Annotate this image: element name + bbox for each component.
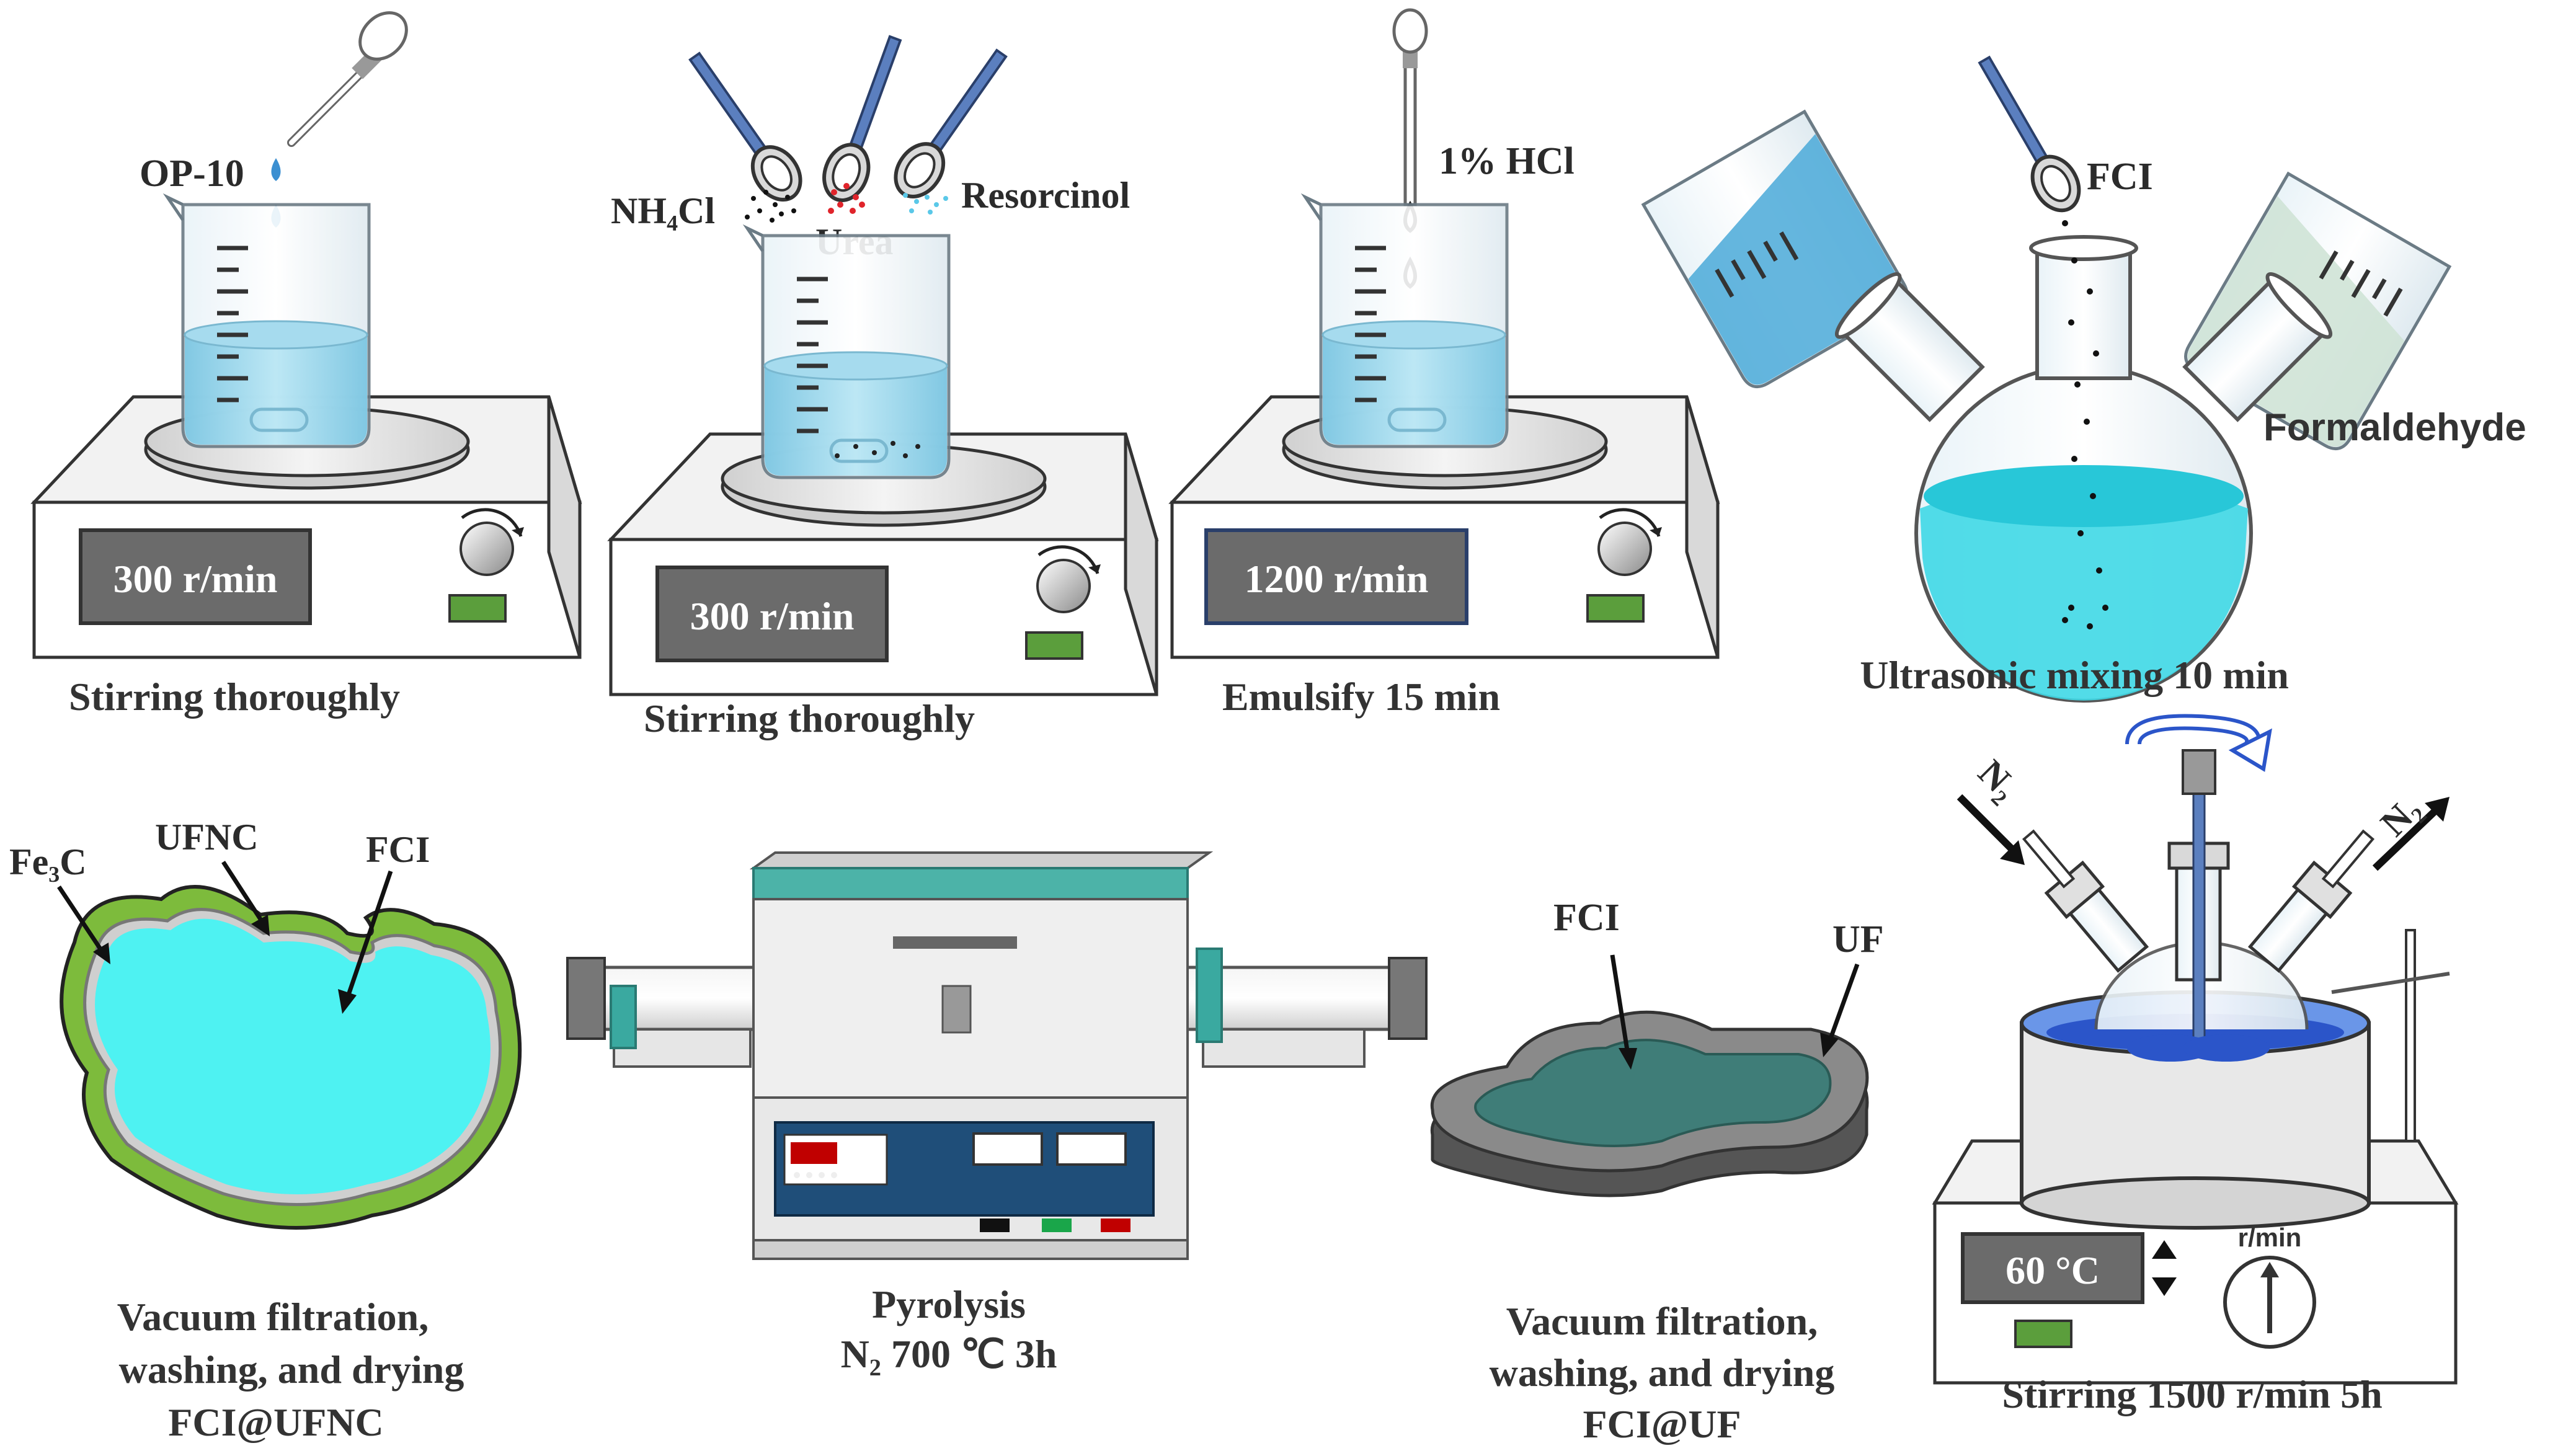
rotation-arrow-icon [2125, 714, 2272, 772]
gas-out-label: N₂ [2373, 788, 2428, 844]
beaker-icon [1305, 197, 1507, 446]
label-ufnc: UFNC [155, 817, 259, 858]
spoon-icon [677, 45, 810, 209]
label-fci: FCI [366, 829, 430, 870]
powder-blue [903, 193, 948, 215]
reagent-hcl: 1% HCl [1439, 140, 1575, 182]
magnetic-stirrer: 300 r/min [34, 397, 580, 657]
powder-black [745, 190, 796, 223]
gas-in-arrow-icon [1957, 794, 2022, 859]
step-caption: Emulsify 15 min [1222, 675, 1500, 719]
reagent-resorcinol: Resorcinol [961, 175, 1130, 216]
three-neck-flask [2022, 749, 2450, 1142]
three-neck-flask [1834, 220, 2333, 703]
label-uf: UF [1832, 918, 1884, 961]
powder-red [828, 183, 865, 214]
label-fci: FCI [1553, 897, 1620, 939]
reagent-op10: OP-10 [140, 153, 244, 195]
step8-group: Fe₃C UFNC FCI Vacuum filtration, washing… [9, 817, 522, 1444]
magnetic-stirrer: 300 r/min [611, 434, 1157, 695]
step3-group: 1% HCl 1200 r/min Emulsify 15 min [1172, 8, 1718, 719]
drop-icon [271, 158, 281, 181]
stirrer-display: 60 °C [2006, 1248, 2100, 1292]
gas-in-label: N₂ [1971, 752, 2027, 808]
caption-line: washing, and drying [1490, 1351, 1835, 1395]
stirrer-display: 1200 r/min [1245, 557, 1429, 601]
stirrer-display: 300 r/min [113, 557, 278, 601]
dropper-icon [1392, 8, 1428, 206]
fci-uf-particle [1430, 1010, 1869, 1197]
beaker-icon [747, 228, 949, 477]
caption-line: Pyrolysis [872, 1282, 1026, 1326]
gas-out-arrow-icon [2372, 803, 2443, 871]
caption-line: washing, and drying [119, 1347, 464, 1392]
down-arrow-icon [2152, 1277, 2177, 1296]
stirrer-display: 300 r/min [690, 594, 855, 638]
fci-ufnc-particle [60, 885, 522, 1230]
up-arrow-icon [2152, 1240, 2177, 1259]
reagent-fci: FCI [2087, 156, 2153, 198]
spoon-icon [1966, 50, 2089, 219]
step2-group: NH₄Cl Urea Resorcinol 300 r/min Stirring… [611, 31, 1157, 740]
caption-line: Vacuum filtration, [1506, 1299, 1818, 1343]
step-caption: Stirring thoroughly [69, 675, 400, 719]
reagent-formaldehyde: Formaldehyde [2263, 406, 2526, 449]
magnetic-stirrer: 1200 r/min [1172, 397, 1718, 657]
step-caption: Ultrasonic mixing 10 min [1860, 653, 2289, 697]
label-fe3c: Fe₃C [9, 841, 87, 882]
step7-group: Pyrolysis N₂ 700 ℃ 3h [566, 851, 1428, 1376]
beaker-icon [167, 197, 369, 446]
reagent-nh4cl: NH₄Cl [611, 190, 715, 231]
step4-group: FCI Formaldehyde Ultrasonic mixing 10 mi… [1641, 50, 2526, 703]
step1-group: OP-10 300 r/min Stirring thoroughly [34, 11, 580, 719]
caption-line: FCI@UFNC [168, 1400, 384, 1444]
step5-group: 60 °C r/min [1932, 714, 2459, 1416]
caption-line: Vacuum filtration, [117, 1295, 429, 1339]
step6-group: FCI UF Vacuum filtration, washing, and d… [1430, 897, 1884, 1446]
step-caption: Stirring thoroughly [644, 696, 975, 740]
dropper-icon [287, 11, 408, 147]
tube-furnace [566, 851, 1428, 1260]
step-caption: Stirring 1500 r/min 5h [2002, 1372, 2382, 1416]
caption-line: N₂ 700 ℃ 3h [841, 1332, 1057, 1376]
caption-line: FCI@UF [1583, 1402, 1741, 1446]
